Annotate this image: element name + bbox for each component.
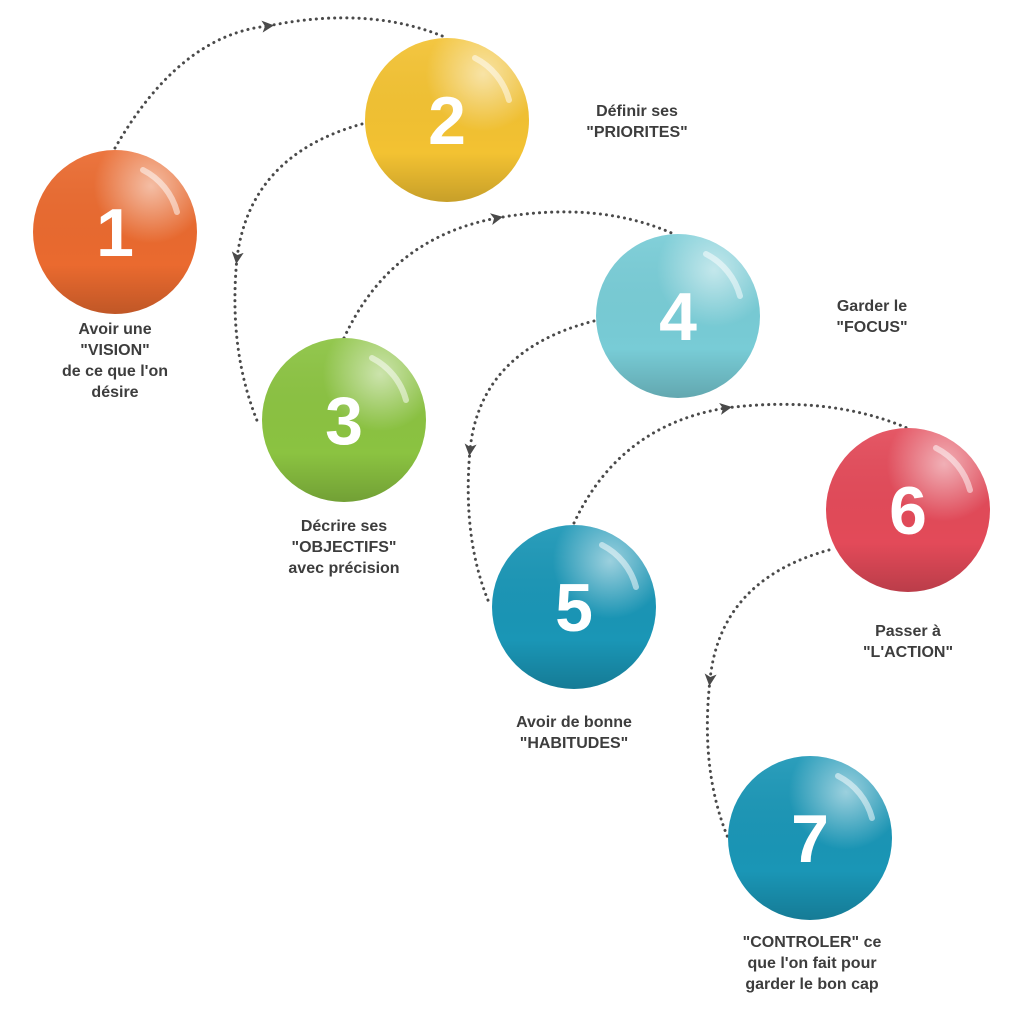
step-circle-3: 3 — [262, 338, 426, 502]
label-line: Garder le — [837, 298, 907, 315]
step-label-3: Décrire ses "OBJECTIFS" avec précision — [288, 518, 399, 577]
highlight-arc — [140, 167, 180, 215]
label-line: "FOCUS" — [836, 319, 907, 336]
label-line: Décrire ses — [301, 518, 387, 535]
step-label-7: "CONTROLER" ce que l'on fait pour garder l… — [743, 934, 882, 993]
label-line: Avoir de bonne — [516, 714, 632, 731]
highlight-arc — [835, 773, 875, 821]
circle-gloss — [826, 428, 990, 592]
label-line: "OBJECTIFS" — [292, 539, 397, 556]
label-line: désire — [91, 384, 138, 401]
highlight-arc — [599, 542, 639, 590]
step-label-1: Avoir une "VISION" de ce que l'on désire — [62, 321, 168, 401]
step-circles: 1 2 3 4 5 6 7 — [33, 38, 990, 920]
connector-2-to-3 — [231, 122, 364, 264]
circle-gloss — [365, 38, 529, 202]
label-line: "HABITUDES" — [520, 735, 629, 752]
step-number-5: 5 — [555, 570, 593, 646]
step-circle-5: 5 — [492, 525, 656, 689]
circle-gloss — [33, 150, 197, 314]
step-circle-7: 7 — [728, 756, 892, 920]
step-label-2: Définir ses "PRIORITES" — [586, 103, 687, 141]
step-circle-6: 6 — [826, 428, 990, 592]
label-line: "CONTROLER" ce — [743, 934, 882, 951]
step-number-3: 3 — [325, 383, 363, 459]
label-line: Avoir une — [78, 321, 151, 338]
circle-gloss — [262, 338, 426, 502]
label-line: "VISION" — [80, 342, 149, 359]
connector-4-to-5 — [464, 319, 596, 456]
step-number-4: 4 — [659, 279, 697, 355]
step-number-2: 2 — [428, 83, 466, 159]
highlight-arc — [933, 445, 973, 493]
highlight-arc — [703, 251, 743, 299]
label-line: de ce que l'on — [62, 363, 168, 380]
step-circle-4: 4 — [596, 234, 760, 398]
label-line: Passer à — [875, 623, 941, 640]
step-label-4: Garder le "FOCUS" — [836, 298, 907, 336]
label-line: "PRIORITES" — [586, 124, 687, 141]
step-number-7: 7 — [791, 801, 829, 877]
circle-gloss — [596, 234, 760, 398]
connector-6-to-7 — [704, 548, 831, 686]
label-line: avec précision — [288, 560, 399, 577]
step-labels: Avoir une "VISION" de ce que l'on désire Déf… — [62, 103, 953, 993]
step-number-1: 1 — [96, 195, 134, 271]
connector-1-to-2 — [113, 20, 274, 150]
step-circle-2: 2 — [365, 38, 529, 202]
connectors — [113, 16, 909, 840]
label-line: "L'ACTION" — [863, 644, 953, 661]
highlight-arc — [369, 355, 409, 403]
label-line: garder le bon cap — [745, 976, 879, 993]
step-circle-1: 1 — [33, 150, 197, 314]
connector-3-to-4 — [342, 213, 503, 340]
highlight-arc — [472, 55, 512, 103]
connector-5-to-6 — [572, 403, 732, 525]
circle-gloss — [728, 756, 892, 920]
label-line: Définir ses — [596, 103, 678, 120]
label-line: que l'on fait pour — [747, 955, 876, 972]
step-number-6: 6 — [889, 473, 927, 549]
step-label-6: Passer à "L'ACTION" — [863, 623, 953, 661]
circle-gloss — [492, 525, 656, 689]
step-label-5: Avoir de bonne "HABITUDES" — [516, 714, 632, 752]
